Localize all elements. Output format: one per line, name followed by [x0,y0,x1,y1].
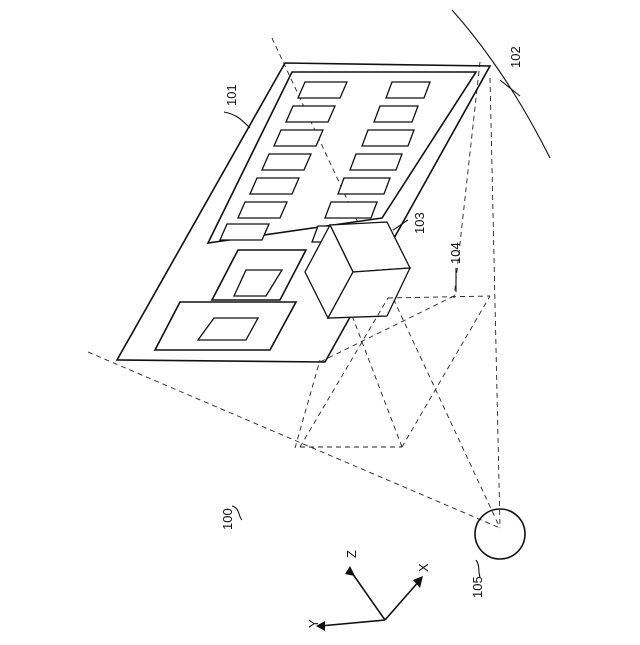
axis-label-z: Z [344,550,359,558]
label-103: 103 [412,212,427,234]
label-104: 104 [448,242,463,264]
camera-view-arc [452,10,550,158]
axis-label-x: X [416,563,431,572]
camera-sphere [475,509,525,559]
panel-cards [198,270,282,340]
label-101: 101 [224,84,239,106]
label-100: 100 [220,508,235,530]
projection-box [300,296,490,447]
label-101-leader [224,112,250,128]
label-105-leader [476,560,480,577]
label-102: 102 [508,46,523,68]
label-103-leader [393,220,408,230]
axis-label-y: Y [306,619,321,628]
label-102-leader [500,80,520,96]
label-105: 105 [470,576,485,598]
axis-triad [316,566,423,631]
